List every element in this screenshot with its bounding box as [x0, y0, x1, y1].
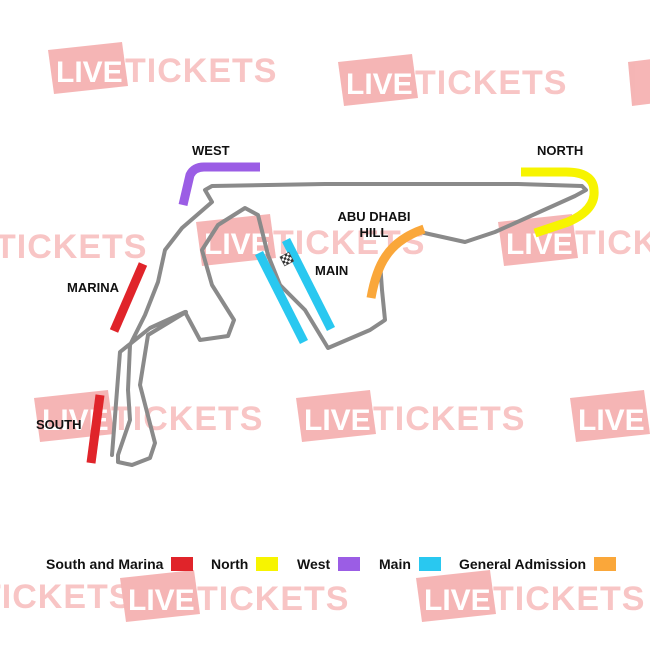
svg-text:LIVE: LIVE — [578, 404, 645, 437]
watermark: LIVE TICKETS — [120, 570, 349, 622]
legend-label: West — [297, 556, 331, 572]
west-label: WEST — [192, 143, 230, 158]
watermark-layer: LIVE TICKETS LIVE TICKETS TICKETS LIVE T… — [0, 42, 650, 622]
general-admission-hill[interactable] — [366, 224, 426, 299]
watermark-tickets-text: TICKETS — [0, 228, 147, 266]
watermark: TICKETS — [0, 228, 147, 266]
legend-swatch — [256, 557, 279, 571]
main-label: MAIN — [315, 263, 348, 278]
watermark: LIVE TICKETS — [48, 42, 277, 94]
south-grandstand[interactable] — [86, 394, 105, 464]
checkered-flag-icon — [279, 251, 295, 267]
watermark-tickets-text: TICKETS — [415, 64, 567, 102]
north-label: NORTH — [537, 143, 583, 158]
main-grandstand-left[interactable] — [254, 250, 309, 345]
north-grandstand[interactable] — [521, 167, 599, 238]
circuit-track — [110, 182, 588, 467]
legend-item-south-marina: South and Marina — [46, 553, 194, 575]
legend-label: General Admission — [459, 556, 587, 572]
main-grandstand-right[interactable] — [281, 237, 336, 332]
watermark-live-text: LIVE — [56, 56, 123, 89]
legend-swatch — [171, 557, 194, 571]
west-grandstand[interactable] — [178, 162, 260, 207]
legend-item-main: Main — [379, 553, 441, 575]
watermark-tickets-text: TICKETS — [493, 580, 645, 618]
legend-item-west: West — [297, 553, 361, 575]
watermark-live-text: LIVE — [346, 68, 413, 101]
legend-item-north: North — [211, 553, 279, 575]
legend-item-general-admission: General Admission — [459, 553, 617, 575]
legend-swatch — [594, 557, 617, 571]
watermark: LIVE TICKETS — [296, 390, 525, 442]
watermark-tickets-text: TICKETS — [0, 578, 132, 616]
watermark: LIVE TICKETS — [338, 54, 567, 106]
legend-label: South and Marina — [46, 556, 164, 572]
legend-label: North — [211, 556, 249, 572]
legend-swatch — [418, 557, 441, 571]
south-label: SOUTH — [36, 417, 82, 432]
watermark-tickets-text: TICKETS — [125, 52, 277, 90]
watermark-live-text: LIVE — [128, 584, 195, 617]
marina-grandstand[interactable] — [109, 262, 148, 333]
legend-label: Main — [379, 556, 411, 572]
abu-dhabi-hill-label-line1: ABU DHABI — [338, 209, 411, 224]
watermark: LIVE TICKETS — [416, 570, 645, 622]
watermark: TICKETS — [0, 578, 132, 616]
legend-swatch — [338, 557, 361, 571]
watermark-tickets-text: TICKETS — [111, 400, 263, 438]
marina-label: MARINA — [67, 280, 120, 295]
watermark-tickets-text: TICKETS — [197, 580, 349, 618]
watermark-live-text: LIVE — [304, 404, 371, 437]
legend: South and Marina North West Main General… — [0, 553, 650, 575]
abu-dhabi-hill-label-line2: HILL — [360, 225, 389, 240]
watermark-live-text: LIVE — [424, 584, 491, 617]
watermark-tickets-text: TICKETS — [373, 400, 525, 438]
watermark-tickets-text: TICKETS — [575, 224, 650, 262]
